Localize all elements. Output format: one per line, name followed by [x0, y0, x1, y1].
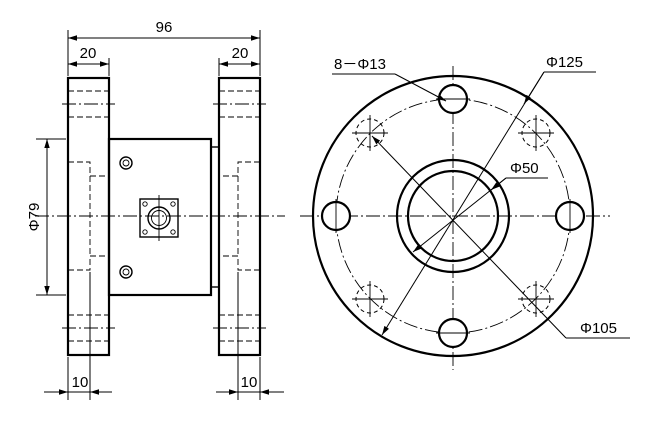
dim-body-diameter: Φ79: [26, 138, 66, 296]
flange-hole-center-lines: [62, 103, 266, 329]
sensor-body: [107, 137, 213, 297]
dim-flange-left-label: 20: [80, 45, 97, 62]
dim-outer-diameter: Φ125: [381, 54, 596, 336]
outer-flange-circle: [311, 74, 595, 358]
connector: [139, 195, 179, 241]
bore-outer-circle: [395, 158, 511, 274]
dim-hole-spec: 8－Φ13: [332, 56, 447, 102]
dim-flange-left: 20: [68, 45, 110, 76]
dim-flange-right: 20: [218, 45, 260, 76]
screw-top: [119, 156, 133, 170]
dim-hole-spec-label: 8－Φ13: [334, 56, 386, 73]
flange-hole-hidden-lines: [68, 90, 260, 342]
hole-center-ticks: [335, 98, 571, 334]
dim-outer-diameter-label: Φ125: [546, 54, 583, 71]
dim-bore-diameter: Φ50: [412, 160, 548, 253]
front-view: 8－Φ13 Φ125 Φ50 Φ105: [300, 54, 630, 370]
dim-body-diameter-label: Φ79: [26, 203, 43, 232]
dim-hub-right: 10: [216, 272, 284, 400]
bore-inner-circle: [406, 169, 500, 263]
dim-overall-length-label: 96: [156, 19, 173, 36]
rear-holes-hidden: [352, 115, 554, 317]
dim-hub-left-label: 10: [72, 374, 89, 391]
right-flange: [217, 76, 262, 357]
dim-bolt-circle: Φ105: [371, 135, 630, 339]
left-flange: [66, 76, 111, 357]
dim-flange-right-label: 20: [232, 45, 249, 62]
dim-bolt-circle-label: Φ105: [580, 320, 617, 337]
dim-bore-diameter-label: Φ50: [510, 160, 539, 177]
dim-overall-length: 96: [67, 19, 261, 76]
side-view: 96 20 20 Φ79 10: [26, 19, 285, 400]
screw-bottom: [119, 265, 133, 279]
bore-hidden-lines: [68, 161, 260, 271]
dim-hub-right-label: 10: [241, 374, 258, 391]
dim-hub-left: 10: [44, 272, 112, 400]
